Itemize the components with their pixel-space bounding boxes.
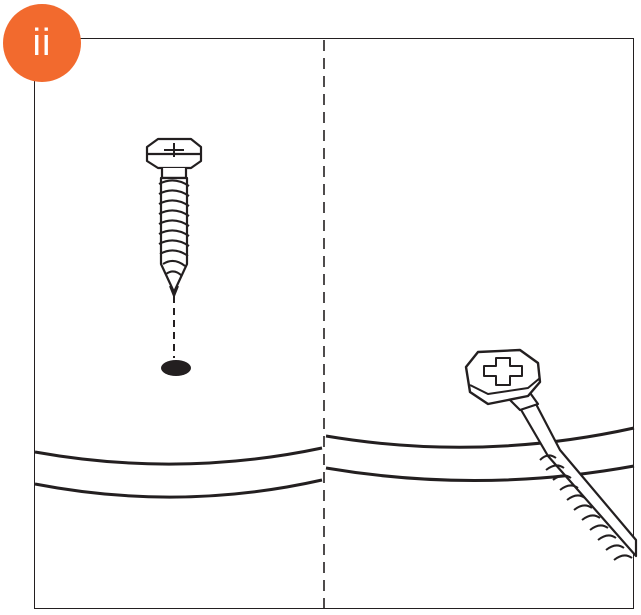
- inserted-screw-icon: [464, 348, 638, 561]
- pilot-hole-icon: [161, 360, 191, 376]
- step-badge: ii: [3, 4, 81, 82]
- instruction-frame: [34, 38, 634, 609]
- left-board-edge: [34, 446, 323, 499]
- right-board-edge: [325, 426, 635, 482]
- screw-icon: [145, 137, 203, 297]
